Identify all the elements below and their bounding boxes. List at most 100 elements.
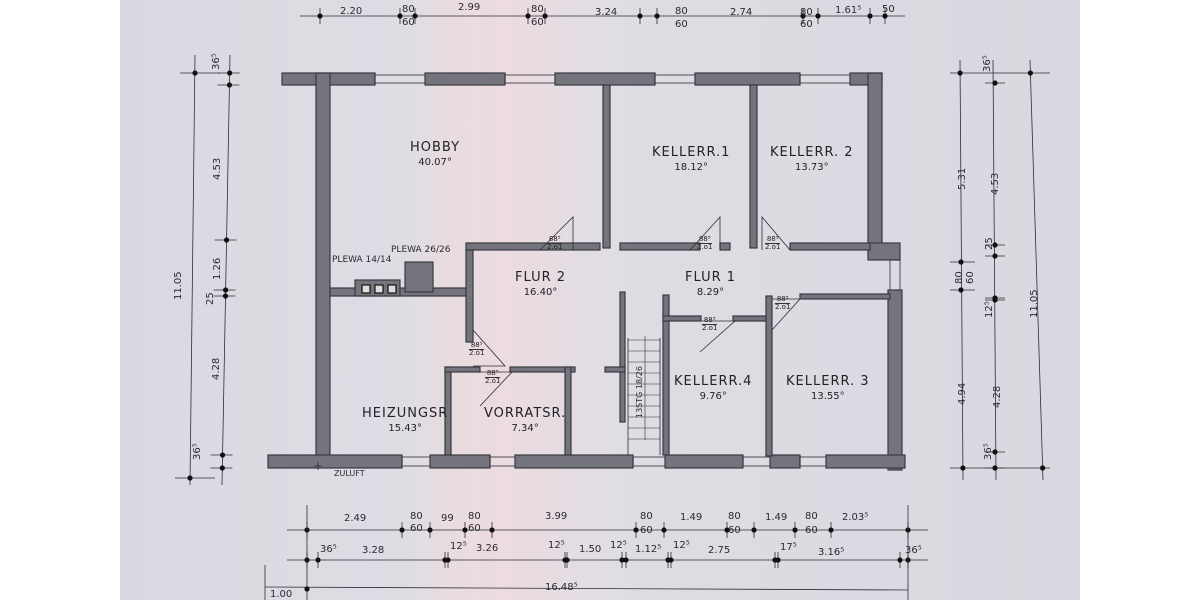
window [799, 456, 827, 467]
wall [662, 294, 670, 456]
room-name: VORRATSR. [484, 406, 567, 421]
plewa-large-label: PLEWA 26/26 [391, 245, 451, 255]
dimension-label: 99 [441, 513, 454, 524]
room-vorratsraum: VORRATSR. 7.34° [484, 406, 566, 434]
dimension-label: 2.49 [344, 513, 367, 524]
wall [732, 315, 768, 322]
wall [315, 72, 331, 466]
dimension-dot [462, 527, 468, 533]
dimension-dot [792, 527, 798, 533]
dimension-label: 2.03⁵ [842, 512, 869, 523]
dimension-dot [1027, 70, 1034, 76]
dimension-dot [992, 80, 998, 86]
dimension-dot [960, 465, 966, 471]
dimension-dot [958, 287, 964, 293]
room-area: 7.34° [511, 423, 539, 434]
dimension-dot [304, 586, 310, 592]
dimension-dot [882, 13, 888, 19]
dimension-dot [226, 82, 233, 88]
door-swing [539, 216, 574, 251]
dimension-label: 60 [965, 271, 976, 284]
dimension-dot [751, 527, 757, 533]
window [889, 259, 901, 291]
dimension-dot [187, 475, 193, 481]
dimension-dot [427, 527, 433, 533]
dimension-label: 80 [954, 271, 965, 284]
dimension-label: 60 [640, 525, 653, 536]
room-area: 8.29° [696, 287, 725, 298]
dimension-dot [489, 527, 495, 533]
wall [887, 289, 903, 471]
room-area: 13.55° [810, 391, 845, 402]
wall [662, 315, 702, 322]
dimension-dot [958, 259, 964, 265]
room-heizungsraum: HEIZUNGSR 15.43° [362, 406, 448, 434]
dimension-dot [828, 527, 834, 533]
dimension-label: 12⁵ [610, 540, 627, 551]
dimension-dot [227, 70, 233, 76]
dimension-label: 50 [882, 4, 895, 15]
dimension-label: 80 [402, 4, 415, 15]
flue [374, 284, 384, 294]
dimension-label: 60 [410, 523, 423, 534]
wall [619, 291, 626, 423]
dimension-label: 11.05 [173, 271, 184, 300]
dimension-line [189, 54, 196, 486]
window [654, 74, 696, 84]
dimension-dot [564, 557, 570, 563]
dimension-label: 60 [531, 17, 544, 28]
window [489, 456, 516, 467]
door-swing [689, 215, 721, 251]
room-name: HEIZUNGSR [362, 406, 449, 421]
door-swing [479, 371, 513, 407]
room-name: KELLERR. 3 [786, 374, 870, 389]
wall [465, 242, 601, 251]
dimension-label: 1.12⁵ [635, 544, 662, 555]
dimension-label: 3.24 [595, 7, 618, 18]
dimension-dot [222, 293, 229, 299]
dimension-dot [542, 13, 548, 19]
dimension-line [1029, 59, 1044, 481]
dimension-dot [525, 13, 531, 19]
room-area: 40.07° [418, 157, 452, 168]
wall [267, 454, 403, 469]
dimension-dot [724, 527, 730, 533]
window [799, 74, 851, 84]
dimension-label: 80 [800, 7, 813, 18]
dimension-dot [317, 13, 323, 19]
dimension-label: 80 [640, 511, 653, 522]
wall [749, 84, 758, 249]
dimension-dot [1040, 465, 1046, 471]
dimension-label: 12⁵ [673, 540, 690, 551]
dimension-dot [637, 13, 643, 19]
dimension-label: 36⁵ [211, 53, 222, 70]
room-name: KELLERR. 2 [770, 145, 854, 160]
stair-label: 13STG 18/26 [635, 366, 644, 418]
wall [789, 242, 871, 251]
room-name: KELLERR.1 [652, 145, 731, 160]
dimension-label: 12⁵ [548, 540, 565, 551]
dimension-label: 3.28 [362, 545, 385, 556]
flue [387, 284, 397, 294]
dimension-dot [897, 557, 903, 563]
dimension-label: 36⁵ [905, 545, 922, 556]
dimension-label: 80 [531, 4, 544, 15]
dimension-dot [992, 449, 998, 455]
room-area: 15.43° [388, 423, 422, 434]
dimension-dot [867, 13, 873, 19]
wall [694, 72, 801, 86]
dimension-label: 60 [805, 525, 818, 536]
room-area: 16.40° [523, 287, 558, 298]
dimension-label: 25 [984, 237, 995, 250]
wall [564, 366, 572, 456]
dimension-dot [219, 452, 226, 458]
